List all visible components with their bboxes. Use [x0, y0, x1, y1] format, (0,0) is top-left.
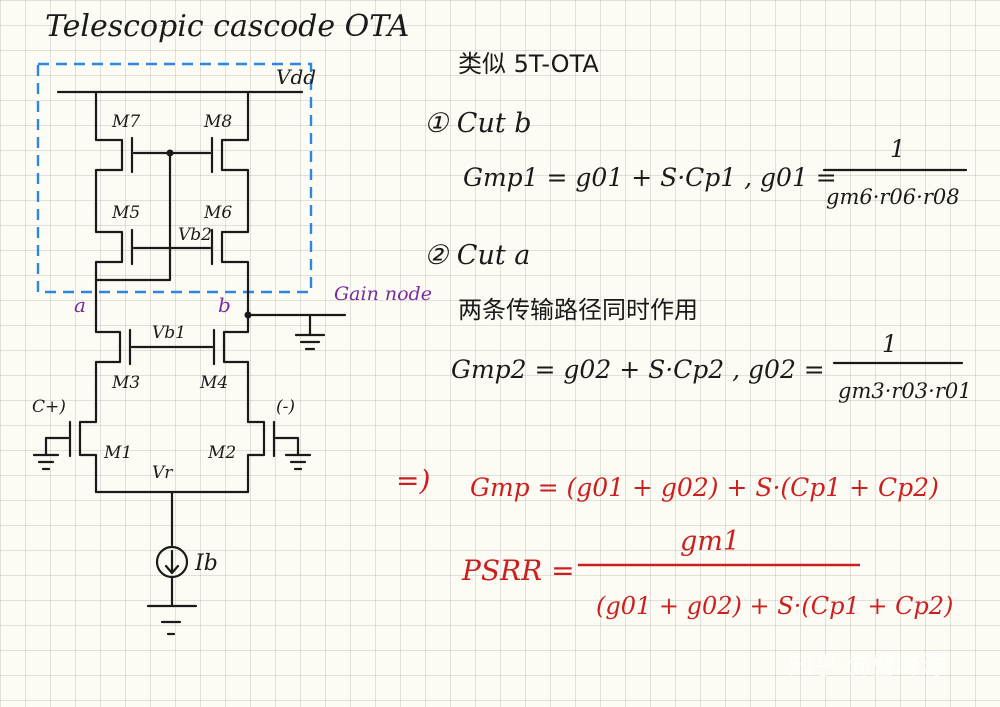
gain-node-label: Gain node	[334, 283, 432, 305]
tail-ground-icon	[146, 575, 198, 636]
psrr-numerator: gm1	[680, 526, 740, 557]
m1-device	[68, 388, 98, 494]
psrr-denominator: (g01 + g02) + S·(Cp1 + Cp2)	[596, 592, 953, 620]
output-ground-icon	[294, 313, 326, 351]
eq2-left: Gmp2 = g02 + S·Cp2 , g02 =	[451, 355, 825, 384]
ib-label: Ib	[194, 551, 218, 576]
step2-label: ② Cut a	[424, 240, 530, 271]
m8-label: M8	[203, 112, 232, 132]
node-b-label: b	[218, 293, 231, 317]
node-a-label: a	[74, 293, 86, 317]
eq2-denominator: gm3·r03·r01	[838, 379, 972, 403]
eq2-numerator: 1	[882, 330, 897, 358]
m1-label: M1	[103, 443, 132, 463]
m2-label: M2	[207, 443, 236, 463]
vb1-label: Vb1	[152, 323, 186, 343]
step2-description: 两条传输路径同时作用	[458, 296, 698, 324]
tail-node-label: Vr	[152, 463, 173, 483]
vdd-label: Vdd	[276, 65, 316, 89]
watermark: 知乎 @曹峰源	[788, 651, 946, 680]
m5-label: M5	[111, 203, 140, 223]
step1-label: ① Cut b	[424, 108, 532, 139]
eq1-left: Gmp1 = g01 + S·Cp1 , g01 =	[463, 163, 837, 192]
psrr-label: PSRR =	[461, 554, 575, 587]
gmp-equation: Gmp = (g01 + g02) + S·(Cp1 + Cp2)	[470, 473, 939, 502]
m6-label: M6	[203, 203, 232, 223]
vb2-label: Vb2	[178, 225, 212, 245]
m6-device	[210, 208, 250, 317]
m7-device	[94, 90, 134, 212]
m5-device	[94, 208, 134, 317]
current-arrow-icon	[164, 549, 180, 575]
m8-device	[210, 90, 250, 212]
eq1-numerator: 1	[890, 135, 905, 163]
load-bias-box	[36, 62, 313, 294]
diagram-title: Telescopic cascode OTA	[45, 9, 409, 44]
input-pos-label: C+)	[32, 397, 66, 417]
m3-device	[94, 313, 132, 392]
input-neg-label: (-)	[276, 397, 295, 417]
m2-device	[246, 388, 276, 494]
m1-input-ground-icon	[32, 436, 70, 471]
implies-arrow: =)	[396, 464, 430, 497]
m7-label: M7	[111, 112, 140, 132]
m4-device	[212, 313, 250, 392]
eq1-denominator: gm6·r06·r08	[826, 185, 960, 209]
m3-label: M3	[111, 373, 140, 393]
gate-feedback-wire	[94, 151, 172, 282]
note-heading: 类似 5T-OTA	[458, 50, 599, 78]
m4-label: M4	[199, 373, 228, 393]
m2-input-ground-icon	[274, 436, 312, 471]
